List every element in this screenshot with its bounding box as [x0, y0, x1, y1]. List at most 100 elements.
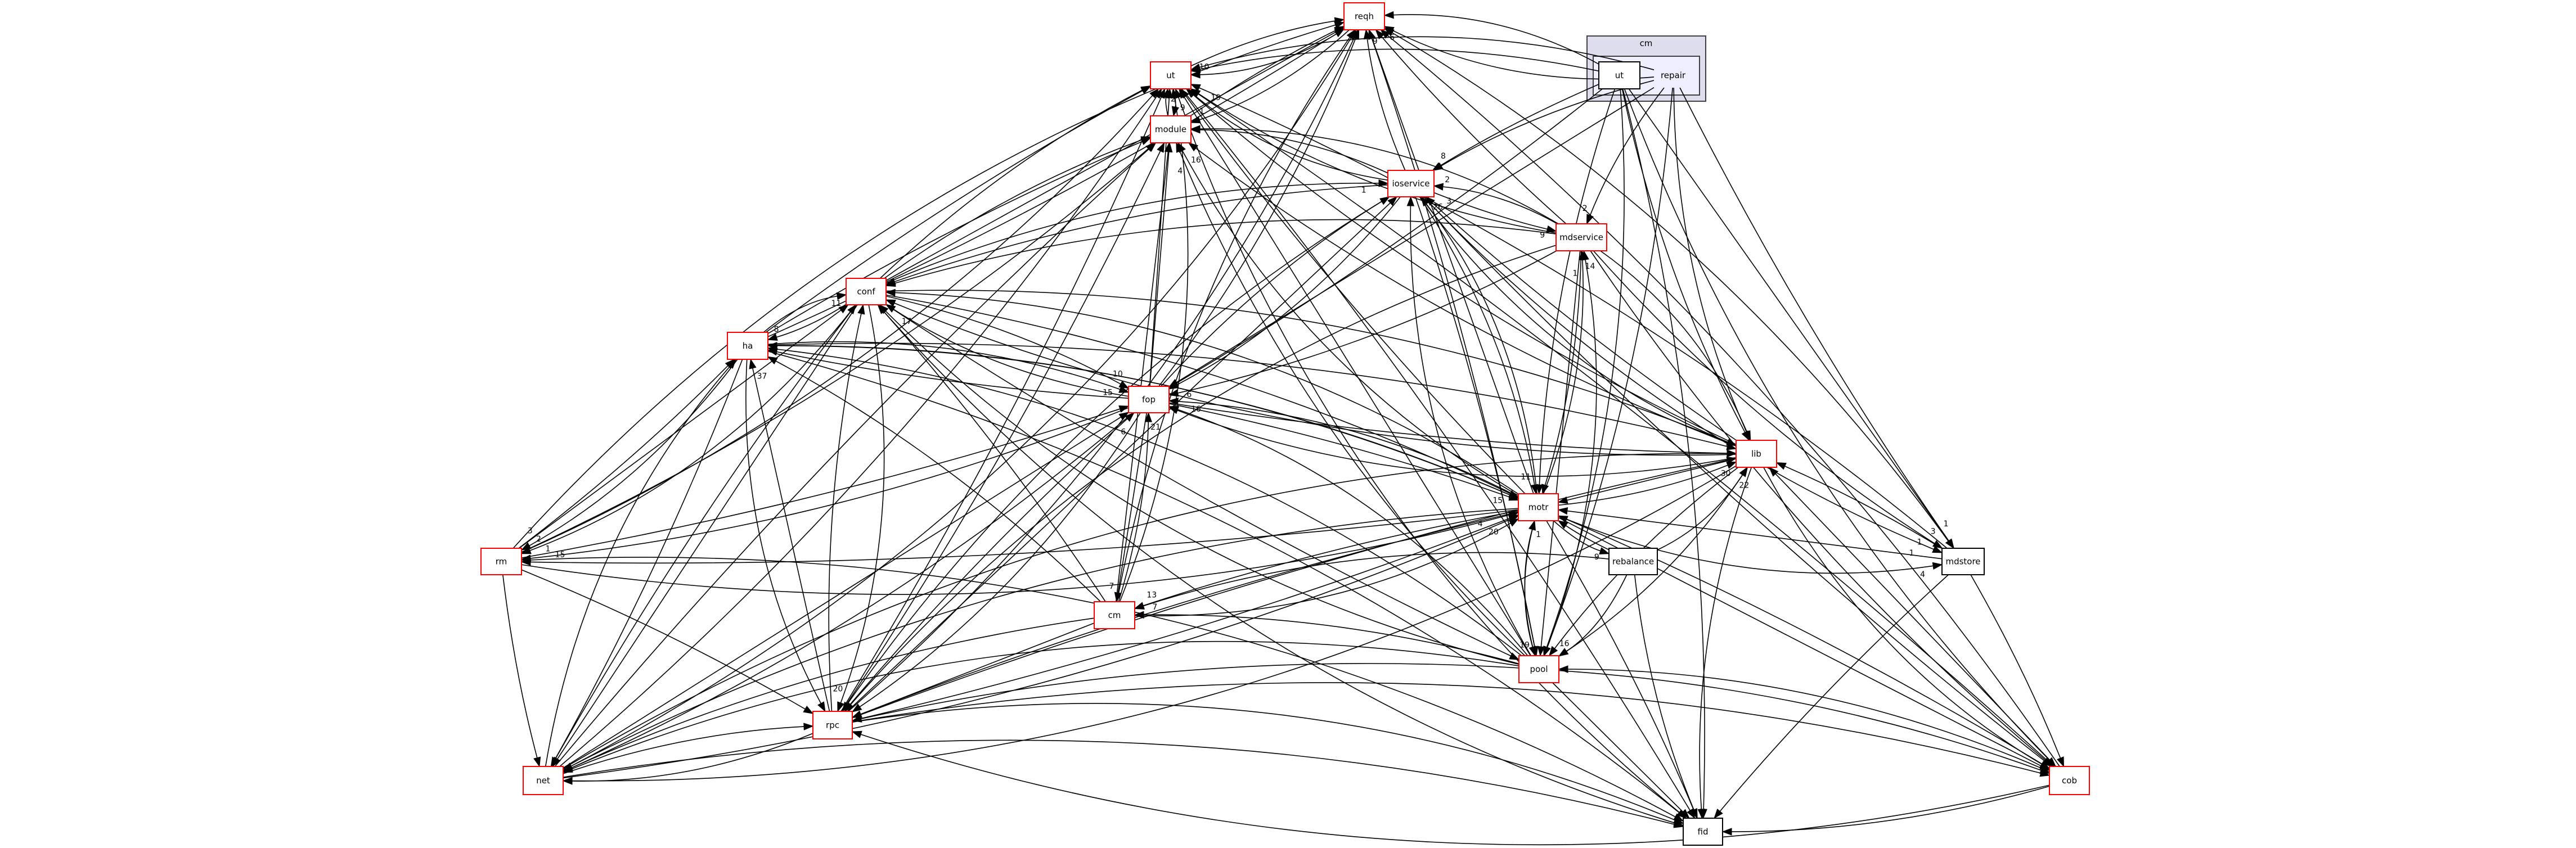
edge-mdservice-to-motr[interactable] [1541, 250, 1582, 495]
edge-rpc-to-lib[interactable] [852, 456, 1737, 719]
edge-cm_ut-to-reqh[interactable] [1383, 11, 1599, 65]
dir-node-cm_ut[interactable]: ut [1598, 61, 1640, 89]
dir-node-ut[interactable]: ut [1150, 61, 1192, 89]
edge-cob-to-fid[interactable] [1721, 786, 2050, 836]
edge-cob-to-ut[interactable] [1190, 88, 2054, 767]
dir-node-fop[interactable]: fop [1128, 386, 1170, 413]
edge-ut-to-fid[interactable] [1181, 88, 1696, 819]
edge-cm-to-ha[interactable] [767, 356, 1101, 602]
edge-mdservice-to-module[interactable] [1190, 125, 1559, 224]
dir-node-rm[interactable]: rm [480, 548, 522, 575]
edge-mdservice-to-ioservice[interactable] [1433, 183, 1558, 224]
dir-node-cob[interactable]: cob [2049, 766, 2090, 795]
edge-mdservice-to-reqh[interactable] [1375, 29, 1567, 224]
edge-cm_repair-to-fop[interactable] [1168, 87, 1655, 388]
edge-fop-to-module[interactable] [1149, 142, 1173, 387]
edge-conf-to-net[interactable] [552, 304, 858, 768]
edge-cm_repair-to-ut[interactable] [1190, 36, 1655, 71]
edge-rpc-to-cob[interactable] [852, 682, 2051, 777]
edge-mdservice-to-conf[interactable] [885, 219, 1557, 287]
edge-motr-to-reqh[interactable] [1368, 29, 1534, 494]
edge-mdstore-to-motr[interactable] [1557, 507, 1943, 560]
edge-cm_repair-to-mdstore[interactable] [1679, 87, 1955, 549]
edge-lib-to-ut[interactable] [1185, 88, 1737, 445]
edge-conf-to-ha[interactable] [767, 304, 847, 341]
dir-node-cm[interactable]: cm [1094, 601, 1135, 629]
edge-conf-to-motr[interactable] [885, 294, 1519, 498]
edge-mdservice-to-pool[interactable] [1537, 250, 1581, 657]
edge-ha-to-module[interactable] [767, 137, 1152, 334]
edge-pool-to-net[interactable] [562, 640, 1519, 773]
edge-cm_ut-to-motr[interactable] [1535, 88, 1616, 495]
edge-rm-to-fop[interactable] [521, 405, 1130, 558]
edge-rebalance-to-lib[interactable] [1657, 466, 1748, 551]
edge-rpc-to-net[interactable] [562, 733, 813, 785]
edge-conf-to-ioservice[interactable] [885, 179, 1389, 284]
edge-net-to-fid[interactable] [563, 739, 1684, 828]
edge-ioservice-to-ut[interactable] [1186, 88, 1388, 181]
edge-net-to-motr[interactable] [563, 515, 1519, 779]
dir-node-reqh[interactable]: reqh [1343, 2, 1385, 30]
edge-net-to-fop[interactable] [563, 412, 1130, 769]
edge-ut-to-module[interactable] [1171, 88, 1180, 117]
edge-rm-to-conf[interactable] [519, 304, 849, 549]
edge-ha-to-rpc[interactable] [745, 359, 826, 712]
dir-node-rpc[interactable]: rpc [812, 711, 853, 739]
edge-mdstore-to-fid[interactable] [1714, 574, 1949, 819]
edge-net-to-lib[interactable] [563, 449, 1737, 769]
edge-ha-to-rm[interactable] [520, 359, 738, 551]
edge-mdservice-to-fop[interactable] [1168, 250, 1557, 397]
cluster-repair-label[interactable]: repair [1661, 70, 1686, 80]
edge-conf-to-fid[interactable] [877, 304, 1684, 827]
edge-cm-to-motr[interactable] [1134, 518, 1519, 617]
dir-node-mdservice[interactable]: mdservice [1556, 223, 1607, 251]
edge-net-to-module[interactable] [554, 142, 1157, 767]
edge-cm_ut-to-mdstore[interactable] [1628, 88, 1954, 549]
edge-rm-to-net[interactable] [502, 574, 541, 768]
edge-cm_ut-to-fid[interactable] [1622, 88, 1707, 819]
edge-ha-to-fid[interactable] [767, 350, 1687, 819]
edge-ha-to-ut[interactable] [765, 85, 1152, 333]
edge-rebalance-to-pool[interactable] [1558, 574, 1628, 657]
edge-lib-to-cob[interactable] [1763, 467, 2051, 769]
edge-mdservice-to-rpc[interactable] [844, 245, 1557, 712]
edge-mdstore-to-lib[interactable] [1775, 462, 1943, 549]
edge-rm-to-reqh[interactable] [512, 21, 1345, 549]
edge-pool-to-ioservice[interactable] [1406, 196, 1532, 656]
edge-ioservice-to-pool[interactable] [1415, 196, 1539, 657]
edge-fop-to-rpc[interactable] [851, 412, 1141, 712]
edge-pool-to-conf[interactable] [879, 304, 1519, 665]
edge-rpc-to-conf[interactable] [828, 304, 865, 712]
edge-cob-to-reqh[interactable] [1380, 29, 2060, 767]
edge-cm-to-fop[interactable] [1118, 412, 1152, 602]
edge-rebalance-to-fid[interactable] [1634, 574, 1698, 819]
edge-net-to-reqh[interactable] [563, 29, 1357, 771]
edge-mdstore-to-ut[interactable] [1190, 84, 1948, 549]
edge-pool-to-mdservice[interactable] [1544, 250, 1597, 656]
edge-net-to-ut[interactable] [559, 88, 1162, 767]
edge-rebalance-to-cm[interactable] [1134, 552, 1610, 610]
edge-mdstore-to-reqh[interactable] [1383, 28, 1954, 549]
edge-ioservice-to-reqh[interactable] [1363, 29, 1406, 171]
edge-fop-to-lib[interactable] [1168, 402, 1737, 457]
edge-conf-to-rpc[interactable] [837, 304, 885, 712]
dir-node-fid[interactable]: fid [1683, 818, 1723, 846]
edge-lib-to-motr[interactable] [1557, 458, 1737, 504]
edge-motr-to-lib[interactable] [1558, 461, 1737, 506]
edge-ioservice-to-motr[interactable] [1419, 196, 1539, 495]
edge-fop-to-rm[interactable] [520, 407, 1129, 562]
edge-fop-to-ioservice[interactable] [1160, 196, 1390, 387]
edge-lib-to-fop[interactable] [1168, 407, 1737, 477]
edge-ut-to-reqh[interactable] [1190, 17, 1345, 66]
edge-cm_repair-to-pool[interactable] [1544, 87, 1673, 657]
edge-fop-to-cm[interactable] [1114, 412, 1148, 603]
edge-net-to-conf[interactable] [550, 304, 857, 767]
edge-pool-to-cob[interactable] [1558, 670, 2051, 774]
edge-rpc-to-ioservice[interactable] [847, 196, 1397, 712]
edge-ha-to-conf[interactable] [763, 292, 847, 333]
edge-motr-to-rebalance[interactable] [1553, 520, 1610, 554]
edge-cob-to-rpc[interactable] [851, 730, 2050, 846]
edge-conf-to-ut[interactable] [879, 85, 1152, 279]
edge-pool-to-module[interactable] [1176, 142, 1526, 656]
dir-node-motr[interactable]: motr [1518, 493, 1559, 521]
